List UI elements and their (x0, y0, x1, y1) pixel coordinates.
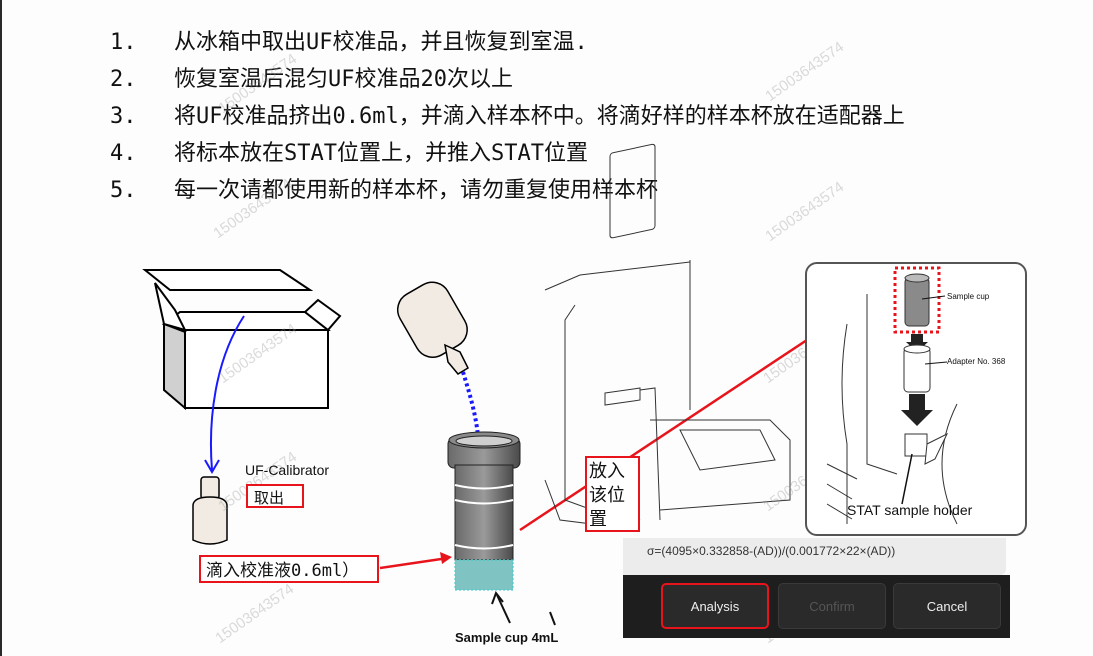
calibration-dialog: σ=(4095×0.332858-(AD))/(0.001772×22×(AD)… (623, 538, 1010, 640)
step-number: 2. (110, 67, 137, 92)
box-illustration (142, 269, 342, 411)
detail-panel: Sample cup Adapter No. 368 STAT sample h… (805, 262, 1027, 536)
step-1: 1. 从冰箱中取出UF校准品，并且恢复到室温. (110, 24, 1050, 61)
step-number: 3. (110, 104, 137, 129)
step-text: 将UF校准品挤出0.6ml，并滴入样本杯中。将滴好样的样本杯放在适配器上 (174, 104, 905, 129)
analyzer-illustration (544, 143, 791, 531)
step-4: 4. 将标本放在STAT位置上，并推入STAT位置 (110, 135, 1050, 172)
cancel-button[interactable]: Cancel (893, 583, 1001, 629)
confirm-button[interactable]: Confirm (778, 583, 886, 629)
window-edge (0, 0, 2, 656)
step-text: 恢复室温后混匀UF校准品20次以上 (174, 67, 513, 92)
calibrator-label: UF-Calibrator (245, 462, 330, 478)
step-number: 5. (110, 178, 137, 203)
stat-holder-callout: STAT sample holder (847, 502, 973, 518)
analysis-button[interactable]: Analysis (661, 583, 769, 629)
place-here-label: 放入该位置 (585, 456, 640, 532)
step-text: 每一次请都使用新的样本杯，请勿重复使用样本杯 (174, 178, 659, 203)
dropper-bottle (396, 281, 469, 375)
instruction-list: 1. 从冰箱中取出UF校准品，并且恢复到室温. 2. 恢复室温后混匀UF校准品2… (110, 24, 1050, 209)
take-out-label: 取出 (246, 484, 304, 508)
sample-cup-callout: Sample cup (947, 292, 990, 301)
step-text: 将标本放在STAT位置上，并推入STAT位置 (174, 141, 588, 166)
step-2: 2. 恢复室温后混匀UF校准品20次以上 (110, 61, 1050, 98)
drip-label: 滴入校准液0.6ml） (199, 555, 379, 583)
formula-text: σ=(4095×0.332858-(AD))/(0.001772×22×(AD)… (623, 538, 1006, 575)
sample-cup (447, 431, 521, 591)
calibrator-bottle (192, 476, 228, 545)
step-3: 3. 将UF校准品挤出0.6ml，并滴入样本杯中。将滴好样的样本杯放在适配器上 (110, 98, 1050, 135)
holder-detail-illustration (826, 266, 958, 525)
step-5: 5. 每一次请都使用新的样本杯，请勿重复使用样本杯 (110, 172, 1050, 209)
step-number: 1. (110, 30, 137, 55)
adapter-callout: Adapter No. 368 (947, 357, 1006, 366)
step-number: 4. (110, 141, 137, 166)
dialog-button-bar: Analysis Confirm Cancel (623, 575, 1010, 638)
step-text: 从冰箱中取出UF校准品，并且恢复到室温. (174, 30, 588, 55)
sample-cup-label: Sample cup 4mL (455, 630, 559, 645)
